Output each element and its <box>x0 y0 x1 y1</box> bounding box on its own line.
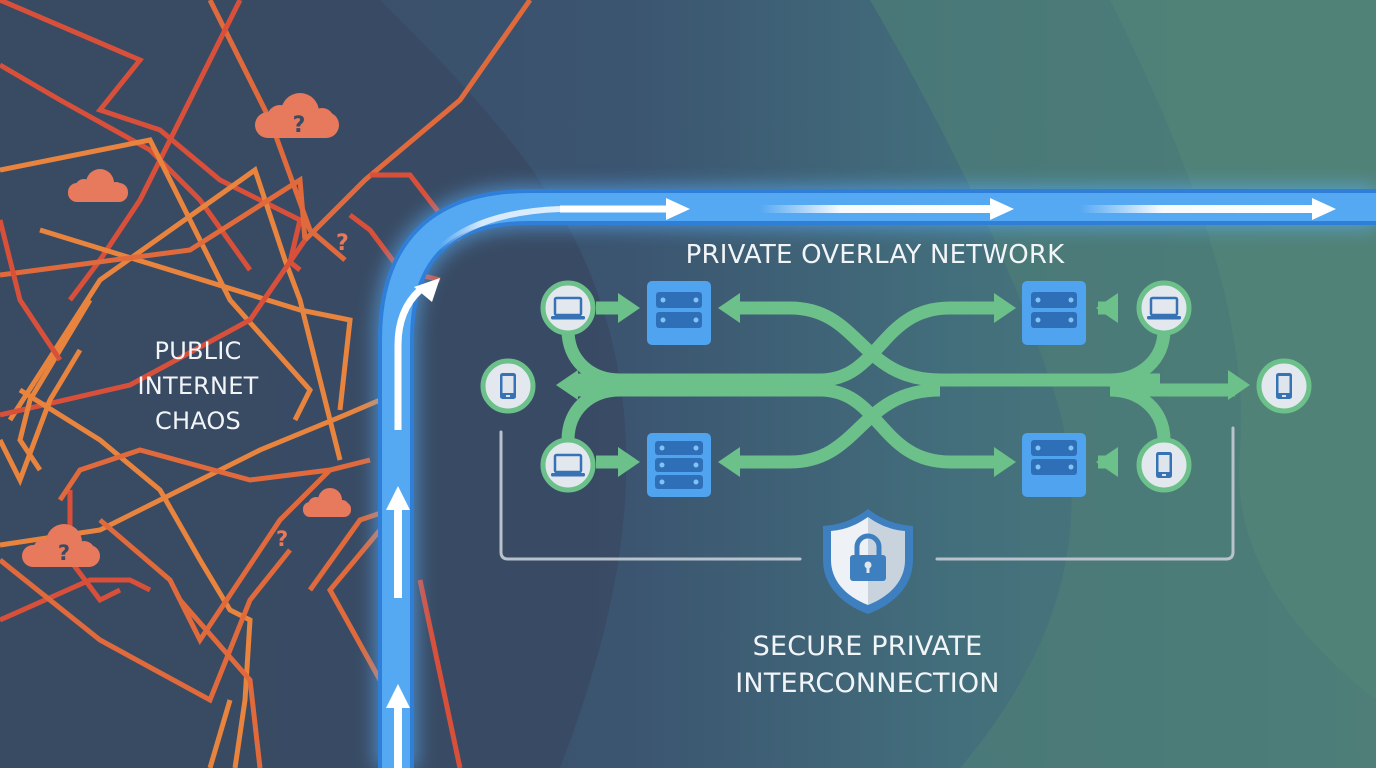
background-shadow-left <box>0 0 627 768</box>
background-shape-far-right <box>1110 0 1376 700</box>
cloud-icon <box>303 488 351 517</box>
arrow-left-icon <box>1096 447 1118 477</box>
secure-tunnel-pipe <box>374 185 1376 768</box>
arrow-right-icon <box>994 293 1016 323</box>
overlay-arrowheads <box>556 293 1250 477</box>
server-rack-icon <box>647 281 711 345</box>
arrow-left-icon <box>1096 293 1118 323</box>
flow-arrow-icon <box>1312 198 1336 220</box>
chaos-network-lines <box>0 0 533 768</box>
server-rack-icon <box>647 433 711 497</box>
secure-private-interconnection-label: SECURE PRIVATE INTERCONNECTION <box>700 628 1035 702</box>
public-internet-chaos-label: PUBLIC INTERNET CHAOS <box>118 334 278 439</box>
laptop-icon <box>1136 280 1192 336</box>
server-rack-icon <box>1022 433 1086 497</box>
shield-lock-icon <box>823 509 913 614</box>
svg-text:?: ? <box>58 541 70 565</box>
flow-arrow-icon <box>990 198 1014 220</box>
question-mark: ? <box>276 527 288 551</box>
flow-arrow-icon <box>666 198 690 220</box>
arrow-right-icon <box>1228 370 1250 400</box>
flow-arrow-icon <box>386 486 410 510</box>
cloud-icon <box>68 169 128 202</box>
private-overlay-network-title: PRIVATE OVERLAY NETWORK <box>685 240 1065 270</box>
laptop-icon <box>540 437 596 493</box>
arrow-left-icon <box>718 447 740 477</box>
arrow-right-icon <box>994 447 1016 477</box>
label-line: INTERNET <box>137 372 259 400</box>
smartphone-icon <box>1256 358 1312 414</box>
smartphone-icon <box>1136 437 1192 493</box>
cloud-question-icon: ? <box>22 524 100 567</box>
question-mark: ? <box>336 231 349 256</box>
cloud-question-icon: ? <box>255 93 339 138</box>
flow-arrow-icon <box>414 278 440 302</box>
arrow-left-icon <box>718 293 740 323</box>
arrow-right-icon <box>618 447 640 477</box>
svg-text:?: ? <box>293 113 306 138</box>
arrow-right-icon <box>618 293 640 323</box>
smartphone-icon <box>480 358 536 414</box>
flow-arrow-icon <box>386 684 410 708</box>
label-line: CHAOS <box>155 407 241 435</box>
laptop-icon <box>540 280 596 336</box>
overlay-network-links <box>561 301 1235 469</box>
label-line: PUBLIC <box>154 337 242 365</box>
label-line: INTERCONNECTION <box>735 668 1000 699</box>
server-rack-icon <box>1022 281 1086 345</box>
arrow-left-icon <box>556 370 578 400</box>
secure-zone-bracket <box>499 426 1235 561</box>
label-line: SECURE PRIVATE <box>752 631 983 662</box>
